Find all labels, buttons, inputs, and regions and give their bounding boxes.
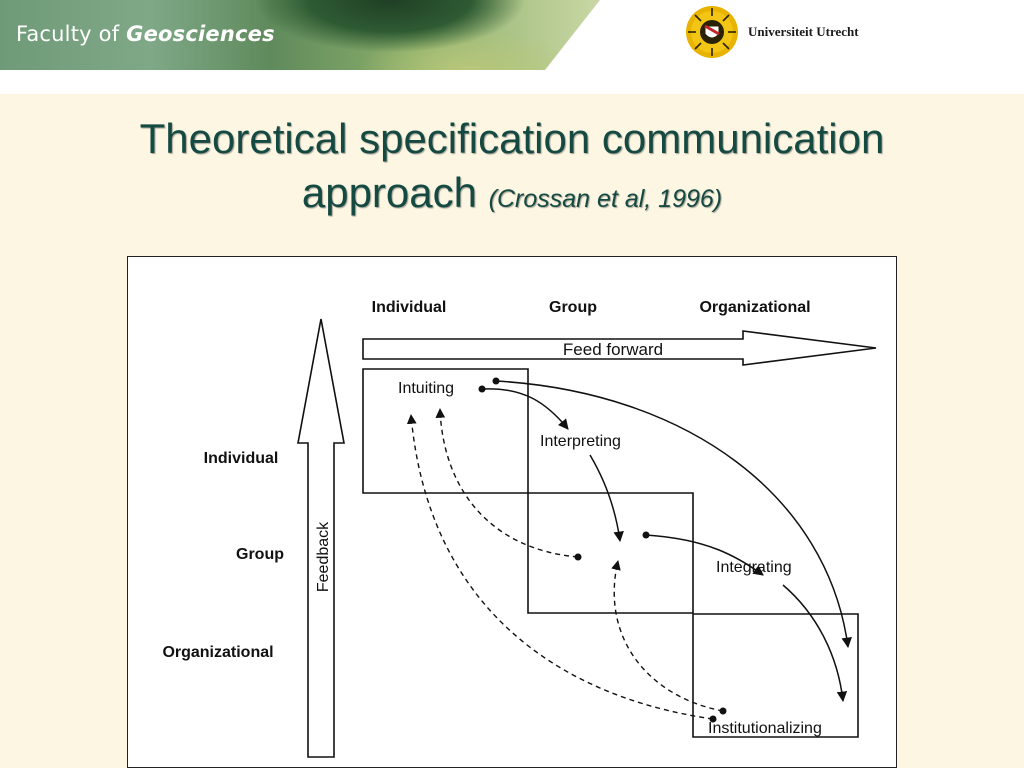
column-label-individual: Individual (372, 299, 447, 316)
faculty-name: Geosciences (126, 22, 275, 46)
feed-forward-arrow (362, 330, 877, 366)
feedback-to-intuiting (435, 408, 579, 558)
feedback-institutionalizing-to-intuiting (406, 414, 714, 720)
feedback-label: Feedback (315, 521, 332, 592)
flow-intuiting-to-institutionalizing (495, 380, 852, 649)
process-institutionalizing: Institutionalizing (708, 720, 822, 737)
title-line-2: approach (Crossan et al, 1996) (0, 166, 1024, 226)
diagram-figure: Feed forward Feedback Individual Group O… (127, 256, 897, 768)
title-citation: (Crossan et al, 1996) (488, 185, 723, 213)
university-seal-icon (686, 6, 738, 58)
flow-intuiting-to-interpreting (481, 388, 569, 430)
column-label-organizational: Organizational (699, 299, 810, 316)
slide-title: Theoretical specification communication … (0, 112, 1024, 226)
header-bar: Faculty of Geosciences Universiteit Utre… (0, 0, 1024, 94)
faculty-banner: Faculty of Geosciences (0, 0, 600, 70)
university-name: Universiteit Utrecht (748, 24, 859, 39)
staircase-boundary (362, 368, 859, 738)
process-integrating: Integrating (716, 559, 792, 576)
feedback-institutionalizing-to-group (611, 560, 724, 712)
row-label-organizational: Organizational (162, 644, 273, 661)
feedback-arrow (297, 318, 345, 758)
title-line-1: Theoretical specification communication (139, 115, 885, 162)
feed-forward-label: Feed forward (563, 340, 663, 359)
process-interpreting: Interpreting (540, 433, 621, 450)
flow-to-integrating (645, 534, 764, 576)
process-intuiting: Intuiting (398, 380, 454, 397)
faculty-label: Faculty of Geosciences (16, 22, 275, 46)
flow-integrating-to-institutionalizing (782, 584, 848, 703)
row-label-individual: Individual (204, 450, 279, 467)
faculty-prefix: Faculty of (16, 22, 127, 46)
row-label-group: Group (236, 546, 284, 563)
learning-framework-diagram: Feed forward Feedback Individual Group O… (162, 299, 877, 758)
flow-interpreting-to-integrating (589, 454, 624, 543)
title-approach: approach (301, 169, 477, 216)
column-label-group: Group (549, 299, 597, 316)
